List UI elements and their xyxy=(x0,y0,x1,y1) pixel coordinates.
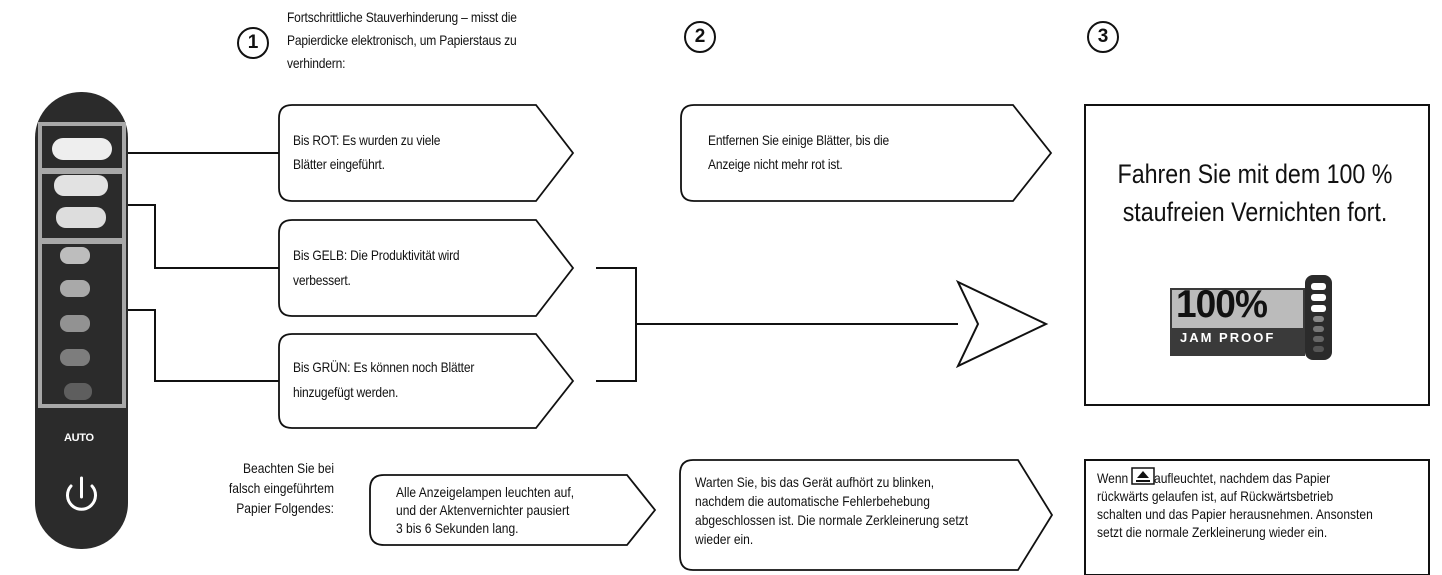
wait-text: Warten Sie, bis das Gerät aufhört zu bli… xyxy=(695,473,968,549)
logo-big-text: 100% xyxy=(1176,283,1268,326)
lamp-2 xyxy=(54,175,108,196)
reverse-line-4: setzt die normale Zerkleinerung wieder e… xyxy=(1097,524,1328,540)
step1-heading-line-1: Fortschrittliche Stauverhinderung – miss… xyxy=(287,9,517,25)
logo-lamp-6 xyxy=(1313,336,1324,342)
remove-text-line-1: Entfernen Sie einige Blätter, bis die xyxy=(708,132,890,148)
callout-green xyxy=(278,333,575,429)
all-lamps-line-2: und der Aktenvernichter pausiert xyxy=(396,502,570,518)
reverse-line-2: rückwärts gelaufen ist, auf Rückwärtsbet… xyxy=(1097,488,1334,504)
logo-lamp-7 xyxy=(1313,346,1324,352)
step-number-2: 2 xyxy=(684,21,716,53)
all-lamps-line-1: Alle Anzeigelampen leuchten auf, xyxy=(396,484,575,500)
wait-line-3: abgeschlossen ist. Die normale Zerkleine… xyxy=(695,512,969,528)
logo-lamp-1 xyxy=(1311,283,1326,290)
connector-lines xyxy=(127,152,958,382)
reverse-line-1: Wenn aufleuchtet, nachdem das Papier xyxy=(1097,469,1373,487)
lamp-8 xyxy=(64,383,92,400)
logo-lamp-2 xyxy=(1311,294,1326,301)
step-number-1: 1 xyxy=(237,27,269,59)
reverse-icon xyxy=(1131,467,1155,485)
all-lamps-line-3: 3 bis 6 Sekunden lang. xyxy=(396,520,519,536)
logo-lamp-3 xyxy=(1311,305,1326,312)
step1-heading-line-3: verhindern: xyxy=(287,55,346,71)
big-arrow xyxy=(955,279,1049,369)
red-text-line-2: Blätter eingeführt. xyxy=(293,156,385,172)
callout-red xyxy=(278,104,575,202)
lamp-7 xyxy=(60,349,90,366)
indicator-lamps xyxy=(52,138,112,400)
result-box xyxy=(1084,104,1430,406)
callouts xyxy=(278,104,1054,571)
connector-merge xyxy=(596,267,637,382)
yellow-text-line-1: Bis GELB: Die Produktivität wird xyxy=(293,247,460,263)
jam-proof-logo xyxy=(1170,275,1332,360)
result-title-line-1: Fahren Sie mit dem 100 % xyxy=(1117,159,1393,189)
callout-yellow xyxy=(278,219,575,317)
logo-lamp-5 xyxy=(1313,326,1324,332)
lamp-1 xyxy=(52,138,112,160)
misfeed-label-line-3: Papier Folgendes: xyxy=(236,500,334,516)
lamp-5 xyxy=(60,280,90,297)
callout-all-lamps xyxy=(369,474,657,546)
misfeed-label-line-2: falsch eingeführtem xyxy=(228,480,334,496)
lamp-3 xyxy=(56,207,106,228)
wait-line-4: wieder ein. xyxy=(695,531,754,547)
result-title: Fahren Sie mit dem 100 % staufreien Vern… xyxy=(1113,155,1397,231)
auto-label[interactable]: AUTO xyxy=(64,432,94,444)
red-text-line-1: Bis ROT: Es wurden zu viele xyxy=(293,132,441,148)
connector-green xyxy=(127,309,281,382)
callout-wait xyxy=(679,459,1054,571)
result-title-line-2: staufreien Vernichten fort. xyxy=(1122,197,1388,227)
remove-text-line-2: Anzeige nicht mehr rot ist. xyxy=(708,156,843,172)
misfeed-label-line-1: Beachten Sie bei xyxy=(242,460,334,476)
frame-green xyxy=(38,240,126,408)
wait-line-1: Warten Sie, bis das Gerät aufhört zu bli… xyxy=(695,474,935,490)
green-text-line-1: Bis GRÜN: Es können noch Blätter xyxy=(293,359,475,375)
green-text-line-2: hinzugefügt werden. xyxy=(293,384,399,400)
power-icon[interactable] xyxy=(66,476,97,511)
logo-top xyxy=(1172,290,1303,328)
misfeed-label: Beachten Sie bei falsch eingeführtem Pap… xyxy=(210,458,334,518)
panel-frames xyxy=(38,122,126,408)
connector-yellow xyxy=(127,204,281,269)
step1-heading-line-2: Papierdicke elektronisch, um Papierstaus… xyxy=(287,32,517,48)
step-number-3: 3 xyxy=(1087,21,1119,53)
all-lamps-text: Alle Anzeigelampen leuchten auf, und der… xyxy=(396,483,574,537)
yellow-text-line-2: verbessert. xyxy=(293,272,351,288)
reverse-note-text: Wenn aufleuchtet, nachdem das Papier rück… xyxy=(1097,469,1373,541)
reverse-before-icon: Wenn xyxy=(1097,470,1129,486)
logo-lamp-4 xyxy=(1313,316,1324,322)
reverse-line-3: schalten und das Papier herausnehmen. An… xyxy=(1097,506,1373,522)
wait-line-2: nachdem die automatische Fehlerbehebung xyxy=(695,493,930,509)
lamp-4 xyxy=(60,247,90,264)
lamp-6 xyxy=(60,315,90,332)
logo-small-text: JAM PROOF xyxy=(1180,330,1276,345)
reverse-after-icon: aufleuchtet, nachdem das Papier xyxy=(1154,470,1331,486)
callout-remove xyxy=(680,104,1053,202)
